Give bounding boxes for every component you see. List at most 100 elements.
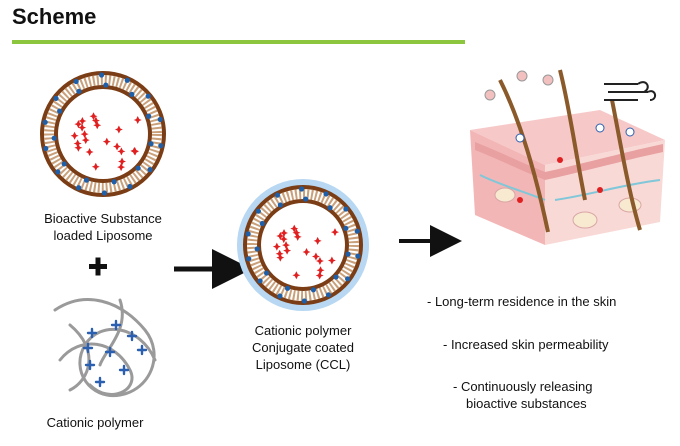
cargo-particle: [117, 163, 126, 172]
charge-dot: [145, 93, 151, 99]
liposome-charge-markers: [42, 72, 164, 196]
cargo-particle: [81, 136, 90, 145]
ccl-charge-markers: [245, 186, 361, 304]
cargo-particle: [74, 120, 83, 129]
charge-dot: [129, 91, 135, 97]
charge-dot: [277, 202, 283, 208]
charge-dot: [157, 116, 163, 123]
charge-dot: [103, 82, 109, 88]
charge-dot: [51, 135, 57, 141]
cargo-particle: [133, 116, 142, 125]
liposome-label-line1: Bioactive Substance: [44, 211, 162, 226]
cationic-polymer-icon: [53, 298, 157, 397]
charge-dot: [111, 179, 117, 185]
cargo-particle: [302, 248, 311, 257]
cargo-particle: [91, 162, 100, 171]
cargo-particle: [272, 242, 281, 251]
charge-dot: [345, 276, 351, 282]
bioactive-cargo: [70, 112, 142, 172]
cargo-particle: [292, 271, 301, 280]
cargo-particle: [131, 147, 140, 156]
charge-dot: [303, 196, 309, 202]
cargo-particle: [80, 130, 89, 139]
charge-dot: [73, 78, 79, 85]
page-title: Scheme: [12, 4, 97, 29]
charge-dot: [327, 205, 333, 211]
ccl-label-line2: Conjugate coated: [252, 340, 354, 355]
cargo-particle: [93, 121, 102, 130]
charge-dot: [146, 113, 152, 119]
ccl-liposome: [237, 179, 369, 311]
charge-dot: [76, 88, 82, 94]
charge-dot: [57, 108, 63, 114]
liposome-label-line2: loaded Liposome: [53, 228, 153, 243]
charge-dot: [345, 251, 351, 257]
cargo-particle: [316, 266, 325, 275]
charge-dot: [343, 206, 349, 212]
cargo-particle: [102, 137, 111, 146]
cargo-particle: [89, 112, 98, 121]
charge-dot: [55, 169, 61, 175]
ccl-label-line1: Cationic polymer: [254, 323, 352, 338]
wind-icon: [604, 83, 648, 101]
charge-dot: [76, 185, 82, 191]
benefit-continuous-release-cont: bioactive substances: [466, 396, 587, 411]
cargo-particle: [70, 131, 79, 140]
charge-dot: [333, 274, 339, 280]
cargo-particle: [275, 249, 284, 258]
ccl-label: Cationic polymer Conjugate coated Liposo…: [232, 322, 374, 373]
charge-dot: [147, 167, 153, 173]
cargo-particle: [315, 271, 324, 280]
charge-dot: [53, 95, 59, 101]
cargo-particle: [330, 228, 339, 237]
charge-dot: [245, 231, 251, 237]
skin-cross-section-illustration: [470, 69, 665, 245]
charge-dot: [254, 246, 260, 252]
charge-dot: [98, 72, 105, 78]
charge-dot: [274, 192, 281, 198]
cargo-particle: [283, 246, 292, 255]
benefit-long-term-residence: - Long-term residence in the skin: [427, 294, 617, 309]
ccl-label-line3: Liposome (CCL): [255, 357, 351, 372]
cargo-particle: [311, 252, 320, 261]
cargo-particle: [78, 123, 87, 132]
charge-dot: [354, 228, 360, 234]
benefit-permeability: - Increased skin permeability: [443, 337, 609, 352]
charge-dot: [124, 77, 130, 83]
cargo-particle: [292, 228, 301, 237]
cargo-particle: [117, 147, 126, 156]
cargo-particle: [327, 256, 336, 265]
charge-dot: [42, 119, 48, 125]
cargo-particle: [282, 241, 291, 250]
liposome-label: Bioactive Substance loaded Liposome: [27, 210, 179, 244]
charge-dot: [299, 186, 305, 192]
charge-dot: [355, 253, 361, 259]
charge-dot: [257, 278, 263, 284]
cargo-particle: [118, 157, 127, 166]
charge-dot: [255, 208, 261, 214]
charge-dot: [148, 141, 154, 147]
cargo-particle: [315, 257, 324, 266]
cargo-particle: [280, 229, 289, 238]
charge-dot: [61, 161, 67, 167]
cargo-particle: [113, 142, 122, 151]
plus-icon: [89, 257, 107, 276]
charge-dot: [158, 143, 164, 149]
cargo-particle: [78, 117, 87, 126]
cargo-particle: [91, 116, 100, 125]
cargo-particle: [290, 224, 299, 233]
title-underline: [12, 40, 465, 44]
benefit-continuous-release: - Continuously releasing: [453, 379, 593, 394]
charge-dot: [263, 270, 270, 276]
bioactive-liposome: [40, 71, 166, 197]
charge-dot: [83, 177, 90, 183]
charge-dot: [323, 191, 329, 197]
charge-dot: [284, 285, 291, 291]
charge-dot: [43, 145, 49, 152]
charge-dot: [259, 220, 265, 227]
cargo-particle: [279, 235, 288, 244]
cargo-particle: [276, 253, 285, 262]
charge-dot: [127, 183, 133, 190]
cargo-particle: [293, 232, 302, 241]
polymer-label: Cationic polymer: [46, 415, 144, 430]
